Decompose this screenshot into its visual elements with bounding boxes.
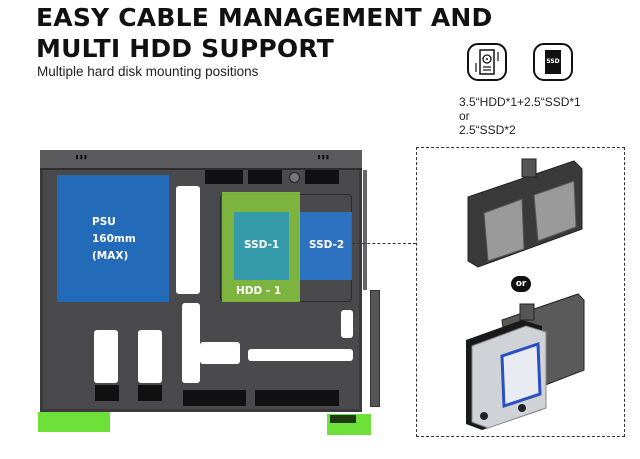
cable-cutout	[94, 330, 118, 383]
ssd-icon: SSD	[533, 43, 573, 81]
io-port-icon: ▮▮▮	[317, 153, 330, 161]
subtitle: Multiple hard disk mounting positions	[37, 64, 259, 79]
title-line-2: MULTI HDD SUPPORT	[36, 34, 334, 63]
rear-bracket	[370, 290, 380, 407]
psu-label-line-2: 160mm	[92, 233, 136, 245]
cable-cutout	[176, 186, 200, 294]
foot-shadow	[330, 415, 356, 423]
page-title: EASY CABLE MANAGEMENT AND MULTI HDD SUPP…	[36, 2, 492, 64]
vent-slot	[248, 170, 282, 184]
spec-option-1: 3.5“HDD*1+2.5“SSD*1	[459, 95, 581, 109]
or-badge: or	[511, 276, 531, 292]
hdd-1-label: HDD - 1	[236, 285, 282, 297]
spec-separator: or	[459, 109, 470, 123]
vent-slot	[183, 390, 246, 406]
hdd-bracket-illustration	[466, 293, 585, 430]
io-port-icon: ▮▮▮	[75, 153, 88, 161]
vent-slot	[205, 170, 243, 184]
ssd-2-zone	[299, 212, 352, 280]
vent-slot	[255, 390, 339, 406]
cable-cutout	[341, 310, 353, 338]
cable-cutout	[248, 349, 353, 361]
title-line-1: EASY CABLE MANAGEMENT AND	[36, 3, 493, 32]
screw-icon	[289, 172, 300, 183]
spec-option-2: 2.5“SSD*2	[459, 123, 516, 137]
psu-label-line-3: (MAX)	[92, 250, 129, 262]
psu-zone	[57, 175, 169, 302]
callout-leader-line	[352, 243, 416, 244]
rear-edge	[363, 170, 367, 290]
case-foot-left	[38, 412, 110, 432]
vent-slot	[305, 170, 339, 184]
ssd-icon-label: SSD	[545, 50, 561, 74]
psu-label: PSU 160mm (MAX)	[92, 214, 136, 265]
ssd-1-zone	[234, 212, 289, 280]
cable-cutout	[182, 303, 200, 383]
vent-slot	[95, 385, 119, 401]
case-top-rail	[40, 150, 362, 170]
cable-cutout	[138, 330, 162, 383]
dual-ssd-bracket-illustration	[467, 158, 583, 268]
vent-slot	[138, 385, 162, 401]
hdd-icon	[467, 43, 507, 81]
psu-label-line-1: PSU	[92, 216, 116, 228]
ssd-1-label: SSD-1	[244, 239, 280, 251]
cable-cutout	[200, 342, 240, 364]
bracket-detail-box	[416, 147, 625, 437]
ssd-2-label: SSD-2	[309, 239, 345, 251]
